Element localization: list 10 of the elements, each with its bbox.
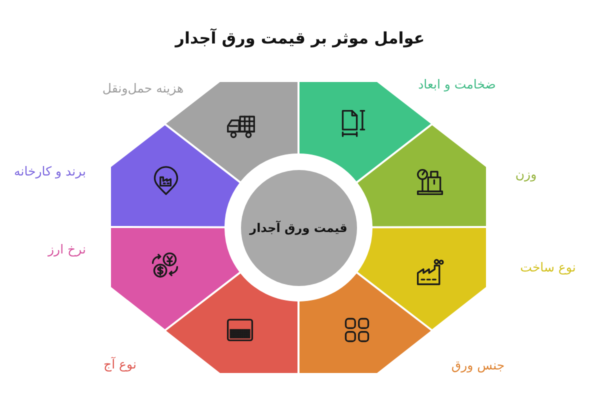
factor-label: نوع ساخت	[520, 260, 576, 274]
factor-label: ضخامت و ابعاد	[418, 76, 496, 92]
title: عوامل موثر بر قیمت ورق آجدار	[175, 28, 425, 48]
center-label: قیمت ورق آجدار	[250, 220, 348, 235]
factor-label: نرخ ارز	[48, 242, 86, 256]
factor-label: وزن	[515, 166, 537, 182]
factor-label: برند و کارخانه	[14, 164, 86, 178]
factor-label: جنس ورق	[451, 358, 505, 372]
factor-label: هزینه حمل‌ونقل	[102, 80, 184, 96]
factor-label: نوع آج	[104, 356, 136, 372]
